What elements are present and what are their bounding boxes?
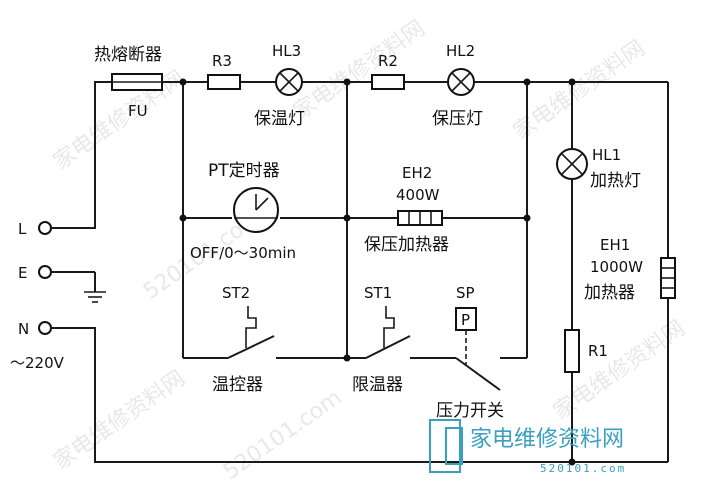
heater-name-label: 保压加热器 — [364, 235, 449, 255]
pressure-box-label: P — [461, 311, 470, 329]
resistor-label: R3 — [212, 52, 232, 70]
watermark-text: 家电维修资料网 — [289, 16, 430, 125]
switch-label: SP — [456, 284, 475, 302]
lamp-label: HL3 — [272, 42, 301, 60]
lamp-label: HL2 — [446, 42, 475, 60]
junction-dot — [343, 354, 351, 362]
resistor-r1: R1 — [564, 329, 608, 373]
lamp-hl1: HL1 加热灯 — [556, 146, 641, 191]
heater-power-label: 1000W — [590, 258, 643, 276]
switch-name-label: 温控器 — [212, 375, 263, 395]
resistor-label: R2 — [378, 52, 398, 70]
junction-dot — [568, 458, 576, 466]
resistor-label: R1 — [588, 342, 608, 360]
junction-dot — [523, 214, 531, 222]
wiring — [52, 81, 669, 463]
switch-name-label: 限温器 — [352, 375, 403, 395]
lamp-name-label: 保压灯 — [432, 109, 483, 129]
lamp-hl2: HL2 保压灯 — [432, 42, 483, 129]
heater-eh2: EH2 400W 保压加热器 — [364, 164, 449, 255]
heater-name-label: 加热器 — [584, 283, 635, 303]
heater-eh1: EH1 1000W 加热器 — [584, 236, 676, 303]
timer-range-label: OFF/0～30min — [190, 244, 296, 262]
junction-dot — [568, 78, 576, 86]
heater-label: EH2 — [402, 164, 432, 182]
terminal-label: L — [18, 220, 27, 238]
fuse-ref-label: FU — [128, 102, 148, 120]
junction-dot — [179, 214, 187, 222]
watermark-text: 520101.com — [219, 385, 346, 485]
lamp-name-label: 保温灯 — [254, 109, 305, 129]
lamp-name-label: 加热灯 — [590, 171, 641, 191]
watermark-logo: 家电维修资料网 520101.com — [429, 419, 626, 475]
heater-power-label: 400W — [396, 186, 440, 204]
fuse: 热熔断器 FU — [94, 45, 163, 120]
terminal-l: L — [18, 220, 52, 238]
terminal-n: N — [18, 320, 52, 338]
junction-dot — [343, 214, 351, 222]
switch-label: ST1 — [364, 284, 392, 302]
timer-name-label: PT定时器 — [208, 161, 280, 181]
lamp-hl3: HL3 保温灯 — [254, 42, 305, 129]
fuse-name-label: 热熔断器 — [94, 45, 162, 65]
junction-dot — [343, 78, 351, 86]
switch-label: ST2 — [222, 284, 250, 302]
heater-label: EH1 — [600, 236, 630, 254]
logo-text: 家电维修资料网 — [470, 427, 624, 452]
switch-sp: P SP 压力开关 — [436, 284, 504, 421]
junctions — [179, 78, 576, 466]
logo-url: 520101.com — [540, 462, 626, 475]
timer-pt: PT定时器 OFF/0～30min — [190, 161, 296, 262]
watermark-text: 家电维修资料网 — [509, 36, 650, 145]
junction-dot — [179, 78, 187, 86]
switch-name-label: 压力开关 — [436, 401, 504, 421]
switch-st1: ST1 限温器 — [352, 284, 411, 395]
ground-icon — [84, 291, 106, 303]
resistor-r2: R2 — [371, 52, 405, 90]
switch-st2: ST2 温控器 — [212, 284, 275, 395]
terminal-label: E — [18, 264, 27, 282]
resistor-r3: R3 — [207, 52, 241, 90]
terminal-e: E — [18, 264, 52, 282]
junction-dot — [523, 78, 531, 86]
watermark-text: 家电维修资料网 — [49, 366, 190, 475]
terminal-label: N — [18, 320, 29, 338]
supply-voltage-label: ～220V — [10, 354, 65, 372]
lamp-label: HL1 — [592, 146, 621, 164]
